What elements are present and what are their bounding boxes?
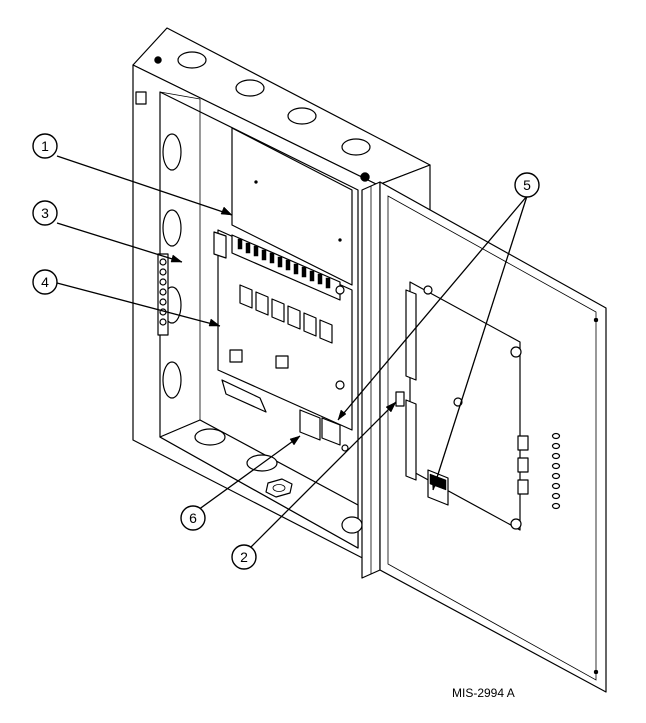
drawing-number: MIS-2994 A [452, 686, 515, 700]
door-circuit-board [395, 281, 529, 531]
back-mounting-plate [231, 127, 353, 286]
callout-label-1: 1 [41, 138, 49, 154]
leader-line-5a [337, 195, 528, 421]
callout-6: 6 [180, 505, 206, 531]
hex-nut [265, 478, 293, 498]
callout-1: 1 [32, 133, 58, 159]
callout-label-5: 5 [523, 177, 531, 193]
leader-line-3 [56, 222, 183, 263]
callout-label-2: 2 [240, 549, 248, 565]
callout-label-4: 4 [41, 274, 49, 290]
side-knockouts [162, 133, 182, 399]
leader-line-4 [56, 282, 221, 327]
top-knockouts [177, 51, 371, 156]
arrowhead-2 [385, 401, 397, 413]
arrowhead-3 [170, 254, 183, 263]
arrowhead-5a [337, 409, 347, 421]
arrowhead-6 [289, 435, 301, 446]
relay-board [213, 229, 353, 452]
callout-4: 4 [32, 269, 58, 295]
leader-line-6 [197, 435, 301, 511]
door-led-column [551, 432, 561, 510]
bottom-knockouts [194, 428, 363, 534]
arrowhead-1 [220, 206, 233, 216]
leader-lines [56, 155, 528, 549]
callout-label-3: 3 [41, 205, 49, 221]
arrowhead-4 [208, 318, 221, 327]
arrowhead-5b [431, 478, 439, 491]
leader-line-5b [432, 195, 528, 491]
callout-2: 2 [231, 544, 257, 570]
callout-3: 3 [32, 200, 58, 226]
led-indicator-strip [157, 253, 169, 336]
callout-5: 5 [514, 172, 540, 198]
leader-line-2 [249, 401, 397, 549]
leader-arrowheads [170, 206, 439, 491]
leader-line-1 [56, 155, 233, 216]
callout-label-6: 6 [189, 510, 197, 526]
